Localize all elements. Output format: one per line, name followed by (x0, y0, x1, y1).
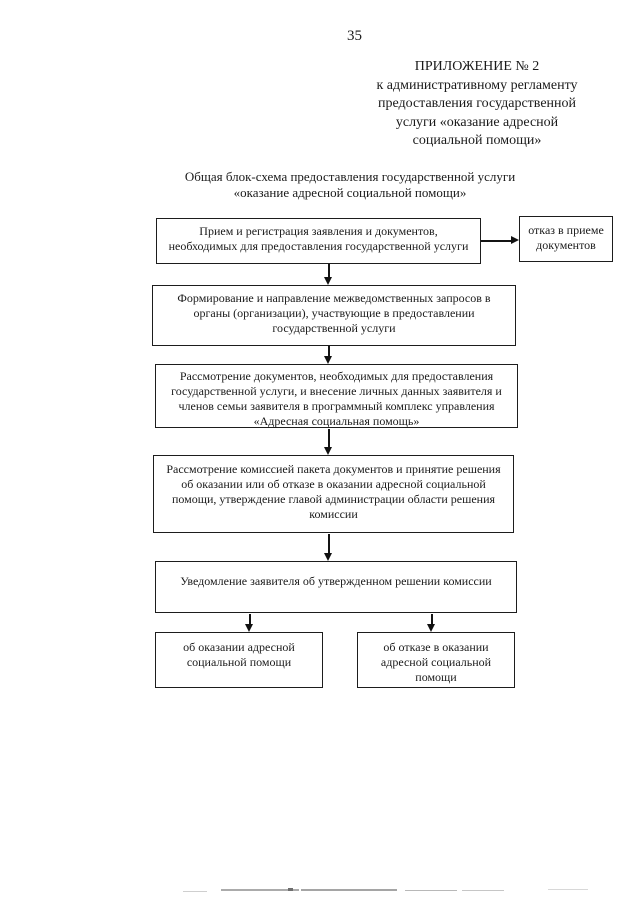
flowchart-box-commission: Рассмотрение комиссией пакета документов… (153, 455, 514, 533)
appendix-line: социальной помощи» (412, 133, 542, 148)
arrow-down-icon (324, 553, 332, 561)
appendix-heading: ПРИЛОЖЕНИЕ № 2 к административному регла… (363, 58, 591, 151)
arrow-right-icon (511, 236, 519, 244)
appendix-line: предоставления государственной (377, 96, 577, 111)
page-number: 35 (347, 28, 362, 44)
arrow-down-icon (427, 624, 435, 632)
arrow-line (328, 534, 330, 554)
scan-artifact (462, 890, 504, 891)
scan-artifact (183, 891, 207, 892)
scan-artifact (301, 889, 397, 891)
scan-artifact (221, 889, 299, 891)
arrow-line (481, 240, 512, 242)
flowchart-box-interagency: Формирование и направление межведомствен… (152, 285, 516, 346)
flowchart-title: Общая блок-схема предоставления государс… (130, 169, 570, 200)
scan-artifact (405, 890, 457, 891)
arrow-line (328, 264, 330, 278)
flowchart-title-line: «оказание адресной социальной помощи» (233, 184, 467, 200)
arrow-down-icon (245, 624, 253, 632)
appendix-line: услуги «оказание адресной (395, 114, 559, 130)
appendix-line: ПРИЛОЖЕНИЕ № 2 (414, 59, 540, 74)
arrow-down-icon (324, 277, 332, 285)
appendix-line: к административному регламенту (376, 77, 578, 93)
arrow-line (431, 614, 433, 625)
scan-artifact (548, 889, 588, 890)
arrow-line (328, 429, 330, 448)
flowchart-title-line: Общая блок-схема предоставления государс… (184, 169, 516, 184)
arrow-down-icon (324, 356, 332, 364)
flowchart-box-granted: об оказании адресной социальной помощи (155, 632, 323, 688)
flowchart-box-denied: об отказе в оказании адресной социальной… (357, 632, 515, 688)
scan-artifact (288, 888, 293, 891)
flowchart-box-refusal: отказ в приеме документов (519, 216, 613, 262)
arrow-line (328, 346, 330, 357)
flowchart-box-notification: Уведомление заявителя об утвержденном ре… (155, 561, 517, 613)
arrow-line (249, 614, 251, 625)
flowchart-box-reception: Прием и регистрация заявления и документ… (156, 218, 481, 264)
arrow-down-icon (324, 447, 332, 455)
flowchart-box-review: Рассмотрение документов, необходимых для… (155, 364, 518, 428)
